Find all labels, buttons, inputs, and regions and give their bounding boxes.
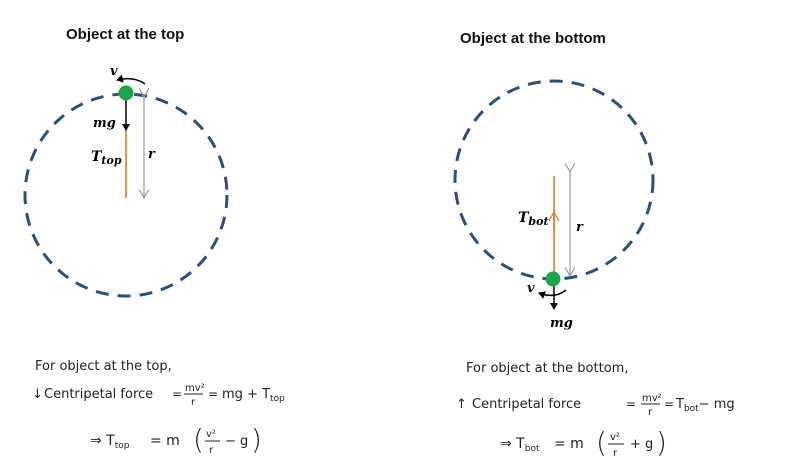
tension-symbol-bottom: T <box>518 210 530 226</box>
paren-close-top: ) <box>251 423 262 456</box>
frac-num-top: mv² <box>185 383 205 394</box>
velocity-label-bottom: v <box>527 281 535 296</box>
frac2-den-top: r <box>209 445 214 456</box>
note-rhs-top: mg + Ttop <box>222 387 285 404</box>
tension-subscript-bottom: bot <box>528 215 548 228</box>
note-arrow-bottom: ↑ <box>456 397 467 412</box>
note-label-top: Centripetal force <box>44 387 153 402</box>
result-prefix-bottom: ⇒ Tbot <box>500 436 540 454</box>
title-top: Object at the top <box>66 26 185 43</box>
note-eq2-top: = <box>208 387 218 401</box>
mg-label-bottom: mg <box>550 316 573 331</box>
mg-label-top: mg <box>93 116 116 131</box>
velocity-arrow-top <box>116 74 146 85</box>
note-rhs-tail-bottom: − mg <box>699 397 735 412</box>
frac-den-bottom: r <box>648 407 653 418</box>
note-arrow-top: ↓ <box>32 387 43 402</box>
frac2-den-bottom: r <box>613 448 618 459</box>
title-bottom: Object at the bottom <box>460 30 606 47</box>
ball-top <box>118 85 134 101</box>
orbit-circle-top <box>23 92 229 298</box>
result-eq-top: = m <box>150 433 180 449</box>
result-tail-top: − g <box>225 434 248 449</box>
note-rhs-sub-top: top <box>270 394 285 404</box>
paren-open-top: ( <box>193 423 204 456</box>
tension-label-top: Ttop <box>91 149 122 167</box>
note-rhs-bottom: Tbot− mg <box>675 397 735 414</box>
result-prefix-text-bottom: ⇒ T <box>500 436 525 452</box>
note-heading-top: For object at the top, <box>35 359 172 374</box>
frac2-num-bottom: v² <box>610 432 620 443</box>
frac2-num-top: v² <box>206 429 216 440</box>
tension-symbol-top: T <box>91 149 103 165</box>
note-rhs-sub-bottom: bot <box>684 404 699 414</box>
radius-label-bottom: r <box>576 220 584 235</box>
result-tail-bottom: + g <box>630 437 653 452</box>
note-eq1-bottom: = <box>626 397 636 411</box>
ball-bottom <box>545 271 561 287</box>
frac-num-bottom: mv² <box>642 393 662 404</box>
note-rhs-text-top: mg + T <box>222 387 270 402</box>
note-label-bottom: Centripetal force <box>472 397 581 412</box>
radius-label-top: r <box>148 147 156 162</box>
result-prefix-top: ⇒ Ttop <box>90 433 130 451</box>
result-prefix-sub-top: top <box>115 441 130 451</box>
result-eq-bottom: = m <box>554 436 584 452</box>
tension-subscript-top: top <box>101 154 121 167</box>
note-heading-bottom: For object at the bottom, <box>466 361 628 376</box>
result-prefix-sub-bottom: bot <box>525 444 540 454</box>
paren-open-bottom: ( <box>596 426 607 459</box>
note-rhs-t-bottom: T <box>675 397 684 412</box>
note-eq2-bottom: = <box>664 397 674 411</box>
frac-den-top: r <box>191 397 196 408</box>
result-prefix-text-top: ⇒ T <box>90 433 115 449</box>
velocity-arrow-bottom <box>538 289 567 299</box>
tension-label-bottom: Tbot <box>518 210 549 228</box>
velocity-label-top: v <box>110 64 118 79</box>
paren-close-bottom: ) <box>656 426 667 459</box>
note-eq1-top: = <box>172 387 182 401</box>
